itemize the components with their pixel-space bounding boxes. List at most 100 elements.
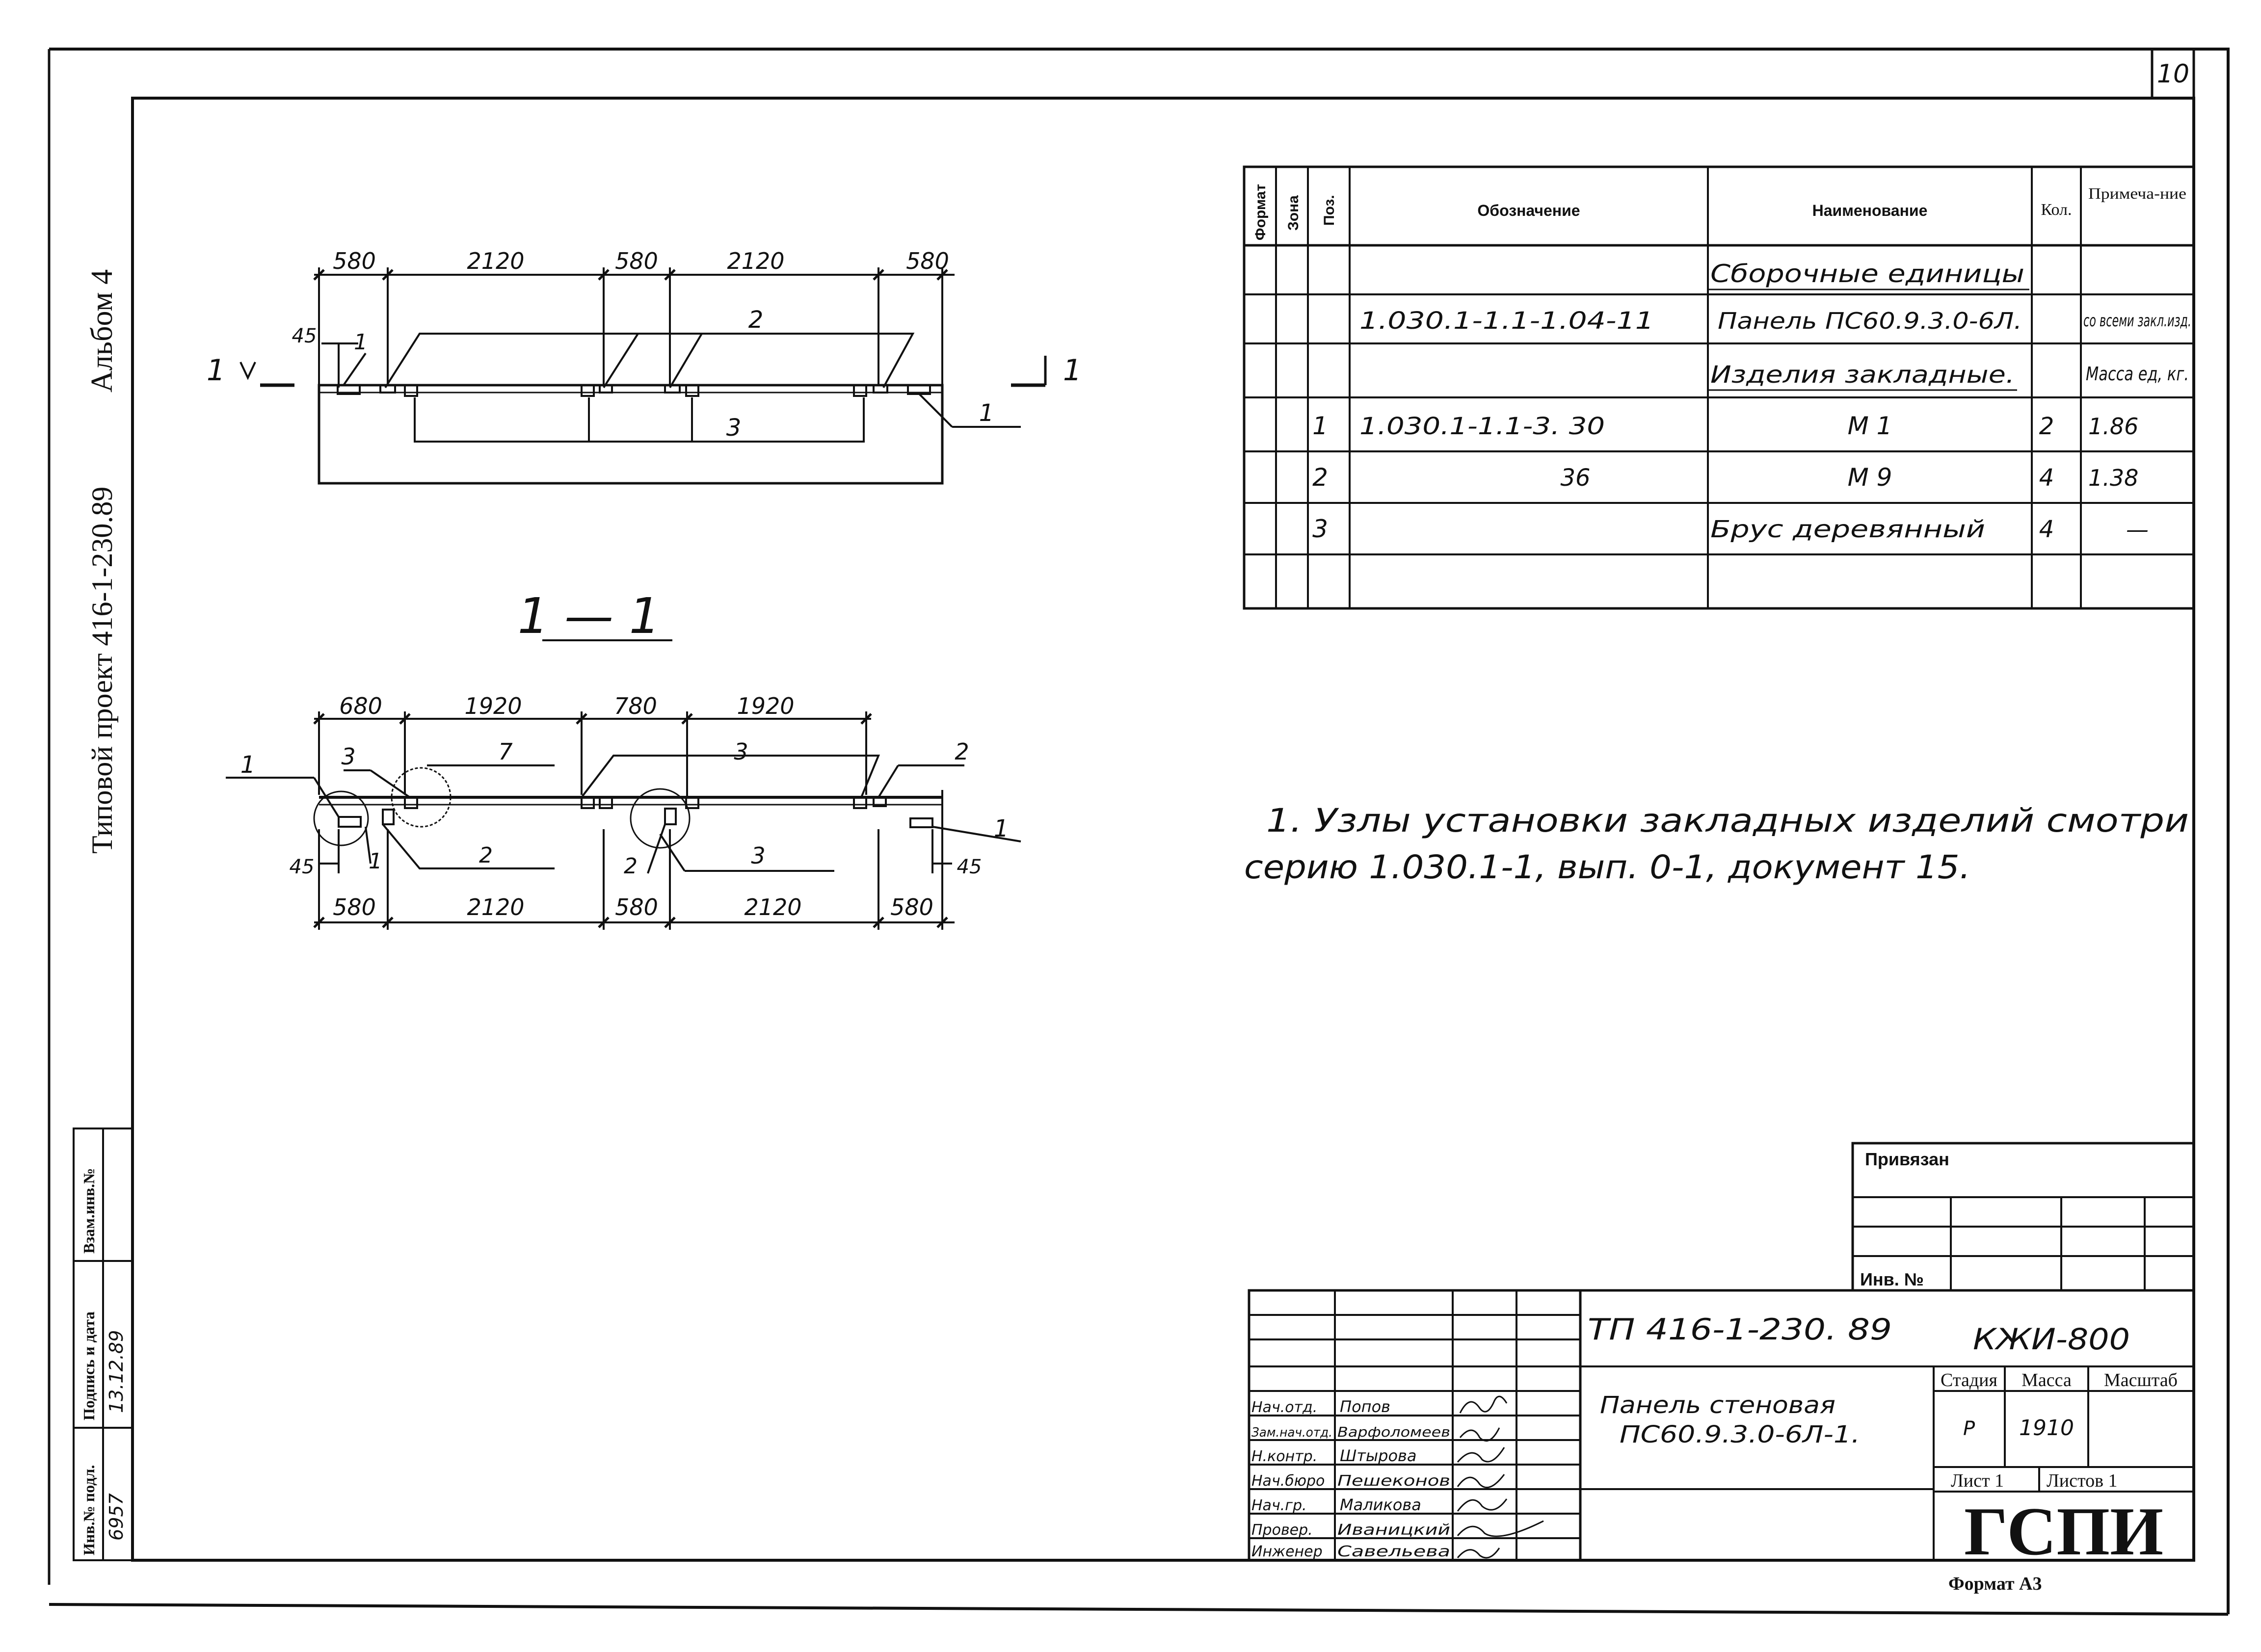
header-pos: Поз. bbox=[1321, 195, 1337, 226]
sig-name-3: Пешеконов bbox=[1337, 1472, 1450, 1490]
row-1-designation: 1.030.1-1.1-1.04-11 bbox=[1359, 307, 1654, 335]
row-2-name: Изделия закладные. bbox=[1710, 361, 2015, 389]
section-callout-10: 3 bbox=[751, 842, 765, 869]
header-note: Примеча-ние bbox=[2088, 184, 2186, 202]
plan-callout-4: 1 bbox=[979, 399, 994, 427]
sig-role-6: Инженер bbox=[1251, 1543, 1323, 1560]
sig-role-1: Зам.нач.отд. bbox=[1251, 1425, 1332, 1440]
drawing-code: КЖИ-800 bbox=[1973, 1322, 2130, 1357]
row-0-name: Сборочные единицы bbox=[1710, 260, 2024, 288]
plan-dim-2: 2120 bbox=[467, 248, 524, 274]
sig-role-2: Н.контр. bbox=[1251, 1448, 1317, 1465]
header-qty: Кол. bbox=[2041, 201, 2072, 219]
section-callout-3: 7 bbox=[498, 738, 512, 765]
stamp-value-date: 13.12.89 bbox=[106, 1330, 127, 1413]
mass-value: 1910 bbox=[2019, 1416, 2074, 1441]
row-4-note: 1.38 bbox=[2088, 465, 2138, 491]
row-4-qty: 4 bbox=[2039, 464, 2054, 492]
sig-role-3: Нач.бюро bbox=[1251, 1472, 1325, 1490]
title-block-content: ТП 416-1-230. 89 КЖИ-800 Панель стеновая… bbox=[1588, 1312, 2178, 1594]
sheets-label: Листов 1 bbox=[2047, 1470, 2118, 1491]
sig-name-6: Савельева bbox=[1337, 1543, 1450, 1560]
row-2-note: Масса ед, кг. bbox=[2086, 363, 2189, 385]
sig-role-4: Нач.гр. bbox=[1251, 1497, 1307, 1514]
plan-dim-3: 580 bbox=[615, 248, 658, 274]
row-4-name: М 9 bbox=[1848, 463, 1892, 492]
section-dim-bottom-3: 580 bbox=[615, 894, 658, 920]
product-name-2: ПС60.9.3.0-6Л-1. bbox=[1620, 1421, 1860, 1448]
signatures: Нач.отд. Попов Зам.нач.отд. Варфоломеев … bbox=[1251, 1397, 1450, 1560]
scale-header: Масштаб bbox=[2104, 1370, 2178, 1390]
row-3-qty: 2 bbox=[2039, 413, 2054, 440]
stamp-header-replace: Взам.инв.№ bbox=[80, 1168, 98, 1254]
section-dim-top-4: 1920 bbox=[737, 693, 794, 719]
section-callout-5: 2 bbox=[955, 738, 969, 765]
plan-view bbox=[239, 267, 1047, 485]
stamp-header-inv: Инв.№ подл. bbox=[80, 1465, 98, 1555]
plan-dim-45: 45 bbox=[292, 325, 317, 347]
sig-role-0: Нач.отд. bbox=[1251, 1399, 1317, 1416]
row-3-name: М 1 bbox=[1848, 412, 1892, 440]
note-line-2: серию 1.030.1-1, вып. 0-1, документ 15. bbox=[1244, 848, 1970, 886]
stamp-header-sign: Подпись и дата bbox=[80, 1311, 98, 1420]
album-label: Альбом 4 bbox=[85, 269, 119, 393]
row-3-designation: 1.030.1-1.1-3. 30 bbox=[1359, 413, 1605, 440]
row-5-note: — bbox=[2126, 516, 2149, 543]
section-dim-top-1: 680 bbox=[339, 693, 382, 719]
general-note: 1. Узлы установки закладных изделий смот… bbox=[1244, 802, 2189, 886]
row-4-designation: 36 bbox=[1560, 464, 1590, 492]
sheet-label: Лист 1 bbox=[1951, 1470, 2004, 1491]
section-view bbox=[226, 711, 1021, 930]
section-dim-45-right: 45 bbox=[957, 856, 982, 878]
spec-table-headers: Формат Зона Поз. Обозначение Наименовани… bbox=[1252, 184, 2186, 240]
section-dim-bottom-4: 2120 bbox=[744, 894, 801, 920]
plan-dimensions: 580 2120 580 2120 580 45 1 1 1 2 3 1 bbox=[207, 248, 1082, 442]
sig-name-2: Штырова bbox=[1340, 1446, 1416, 1465]
section-dimensions: 680 1920 780 1920 580 2120 580 2120 580 … bbox=[240, 693, 1009, 920]
section-callout-1: 1 bbox=[240, 751, 256, 779]
plan-callout-2: 2 bbox=[748, 306, 764, 334]
header-name: Наименование bbox=[1812, 202, 1928, 219]
section-callout-9: 2 bbox=[624, 854, 638, 879]
stage-value: Р bbox=[1963, 1417, 1975, 1440]
section-callout-7: 1 bbox=[369, 849, 382, 874]
section-callout-4: 3 bbox=[734, 738, 748, 765]
sig-name-1: Варфоломеев bbox=[1337, 1424, 1450, 1440]
sig-name-5: Иваницкий bbox=[1337, 1521, 1450, 1539]
plan-dim-1: 580 bbox=[333, 248, 376, 274]
stamp-value-inv: 6957 bbox=[106, 1493, 127, 1541]
signature-scribbles bbox=[1457, 1395, 1544, 1559]
binding-inv-label: Инв. № bbox=[1860, 1269, 1924, 1289]
project-code: ТП 416-1-230. 89 bbox=[1588, 1312, 1892, 1347]
row-5-name: Брус деревянный bbox=[1710, 516, 1985, 543]
project-label: Типовой проект 416-1-230.89 bbox=[86, 487, 118, 854]
section-mark-left: 1 bbox=[207, 353, 225, 388]
section-dim-top-2: 1920 bbox=[464, 693, 522, 719]
sheet-number: 10 bbox=[2157, 59, 2189, 89]
section-dim-bottom-1: 580 bbox=[333, 894, 376, 920]
product-name-1: Панель стеновая bbox=[1600, 1391, 1835, 1419]
org-name: ГСПИ bbox=[1964, 1494, 2163, 1570]
section-callout-8: 2 bbox=[479, 843, 493, 868]
note-line-1: 1. Узлы установки закладных изделий смот… bbox=[1266, 802, 2189, 839]
section-callout-6: 1 bbox=[994, 815, 1009, 842]
title-block-grid bbox=[1248, 1289, 2195, 1562]
header-zone: Зона bbox=[1285, 195, 1302, 231]
plan-dim-4: 2120 bbox=[727, 248, 784, 274]
section-mark-right: 1 bbox=[1063, 353, 1082, 388]
header-designation: Обозначение bbox=[1477, 202, 1580, 219]
section-callout-2: 3 bbox=[341, 743, 355, 770]
plan-callout-3: 3 bbox=[726, 414, 742, 442]
row-4-pos: 2 bbox=[1312, 463, 1328, 492]
section-dim-bottom-2: 2120 bbox=[467, 894, 524, 920]
sig-name-0: Попов bbox=[1340, 1397, 1390, 1416]
section-dim-bottom-5: 580 bbox=[890, 894, 933, 920]
binding-title: Привязан bbox=[1865, 1149, 1949, 1169]
row-1-name: Панель ПС60.9.3.0-6Л. bbox=[1718, 308, 2022, 334]
panel-outline-plan bbox=[318, 384, 944, 485]
format-label: Формат А3 bbox=[1948, 1573, 2042, 1594]
sig-role-5: Провер. bbox=[1251, 1521, 1313, 1539]
mass-header: Масса bbox=[2022, 1370, 2072, 1390]
section-title: 1 — 1 bbox=[518, 587, 661, 645]
